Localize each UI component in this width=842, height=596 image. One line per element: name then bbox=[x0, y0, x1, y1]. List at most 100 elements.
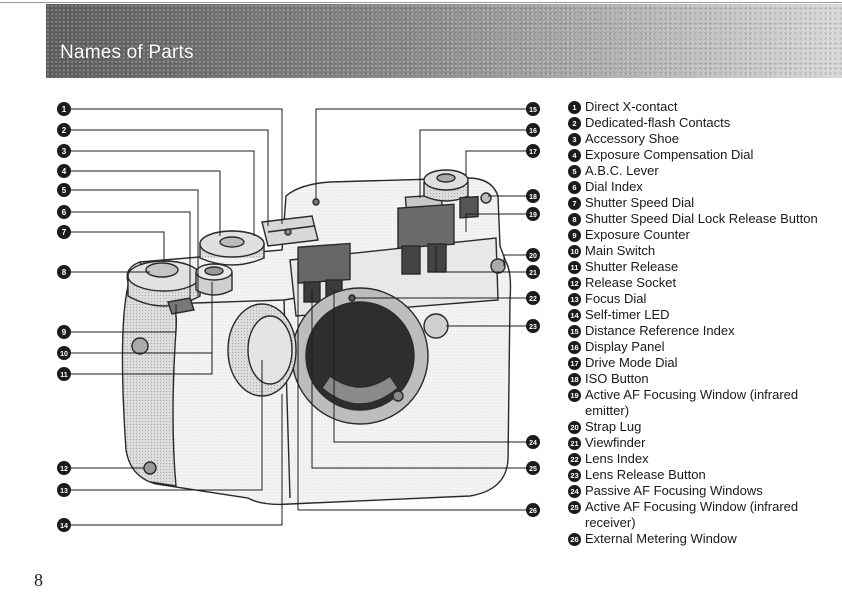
callout-marker-26: 26 bbox=[526, 503, 540, 517]
legend-label: Exposure Compensation Dial bbox=[585, 147, 754, 162]
strap-lug-left-shape bbox=[131, 337, 149, 355]
callout-marker-7: 7 bbox=[57, 225, 71, 239]
legend-item: 23 Lens Release Button bbox=[568, 467, 838, 483]
callout-marker-21: 21 bbox=[526, 265, 540, 279]
legend-label: Active AF Focusing Window (infrared rece… bbox=[585, 499, 799, 530]
callout-marker-11: 11 bbox=[57, 367, 71, 381]
legend-label: Distance Reference Index bbox=[585, 323, 735, 338]
legend-label: Shutter Speed Dial Lock Release Button bbox=[585, 211, 818, 226]
legend-number: 5 bbox=[568, 164, 581, 178]
svg-text:17: 17 bbox=[529, 149, 537, 156]
legend-label: Display Panel bbox=[585, 339, 665, 354]
legend-number: 15 bbox=[568, 324, 581, 338]
legend-number: 26 bbox=[568, 532, 581, 546]
legend-label: Lens Index bbox=[585, 451, 649, 466]
legend-number: 8 bbox=[568, 212, 581, 226]
legend-label: Main Switch bbox=[585, 243, 656, 258]
legend-label: Lens Release Button bbox=[585, 467, 706, 482]
legend-number: 17 bbox=[568, 356, 581, 370]
svg-text:6: 6 bbox=[62, 208, 67, 217]
legend-label: Self-timer LED bbox=[585, 307, 670, 322]
legend-item: 6 Dial Index bbox=[568, 179, 838, 195]
legend-label: Shutter Release bbox=[585, 259, 679, 274]
svg-text:16: 16 bbox=[529, 128, 537, 135]
callout-marker-17: 17 bbox=[526, 144, 540, 158]
svg-text:7: 7 bbox=[62, 228, 67, 237]
legend-item: 2 Dedicated-flash Contacts bbox=[568, 115, 838, 131]
legend-item: 15 Distance Reference Index bbox=[568, 323, 838, 339]
legend-number: 19 bbox=[568, 388, 581, 402]
grip bbox=[121, 284, 177, 487]
legend-number: 24 bbox=[568, 484, 581, 498]
legend-number: 22 bbox=[568, 452, 581, 466]
svg-text:22: 22 bbox=[529, 296, 537, 303]
callout-marker-25: 25 bbox=[526, 461, 540, 475]
callout-marker-20: 20 bbox=[526, 248, 540, 262]
svg-text:24: 24 bbox=[529, 440, 537, 447]
legend-number: 7 bbox=[568, 196, 581, 210]
svg-text:23: 23 bbox=[529, 324, 537, 331]
legend-number: 25 bbox=[568, 500, 581, 514]
legend-label: Dial Index bbox=[585, 179, 643, 194]
legend-item: 16 Display Panel bbox=[568, 339, 838, 355]
svg-text:9: 9 bbox=[62, 328, 67, 337]
callout-marker-13: 13 bbox=[57, 483, 71, 497]
legend-number: 3 bbox=[568, 132, 581, 146]
legend-number: 2 bbox=[568, 116, 581, 130]
legend-label: Passive AF Focusing Windows bbox=[585, 483, 763, 498]
legend-label: Direct X-contact bbox=[585, 99, 678, 114]
callout-lines bbox=[70, 108, 526, 526]
svg-text:8: 8 bbox=[62, 268, 67, 277]
svg-text:15: 15 bbox=[529, 107, 537, 114]
svg-text:14: 14 bbox=[60, 523, 68, 530]
legend-label: Strap Lug bbox=[585, 419, 642, 434]
callout-marker-8: 8 bbox=[57, 265, 71, 279]
header-banner: Names of Parts bbox=[46, 4, 842, 78]
legend-item: 19 Active AF Focusing Window (infrared em… bbox=[568, 387, 838, 419]
legend-number: 16 bbox=[568, 340, 581, 354]
callout-marker-24: 24 bbox=[526, 435, 540, 449]
legend-label: Active AF Focusing Window (infrared emit… bbox=[585, 387, 799, 418]
legend-number: 6 bbox=[568, 180, 581, 194]
callout-marker-6: 6 bbox=[57, 205, 71, 219]
legend-number: 23 bbox=[568, 468, 581, 482]
legend-item: 4 Exposure Compensation Dial bbox=[568, 147, 838, 163]
metering-window-shape bbox=[459, 195, 479, 219]
legend-label: Shutter Speed Dial bbox=[585, 195, 695, 210]
callout-marker-16: 16 bbox=[526, 123, 540, 137]
legend-number: 10 bbox=[568, 244, 581, 258]
callout-marker-9: 9 bbox=[57, 325, 71, 339]
svg-text:1: 1 bbox=[62, 105, 67, 114]
svg-text:10: 10 bbox=[60, 351, 68, 358]
callout-markers: 1 2 3 4 5 6 7 8 9 10 11 12 13 14 15 16 1… bbox=[57, 102, 540, 532]
callout-marker-22: 22 bbox=[526, 291, 540, 305]
camera-illustration bbox=[121, 169, 512, 506]
iso-button-shape bbox=[480, 192, 492, 204]
legend-label: Viewfinder bbox=[585, 435, 646, 450]
svg-text:26: 26 bbox=[529, 508, 537, 515]
legend-item: 24 Passive AF Focusing Windows bbox=[568, 483, 838, 499]
svg-text:19: 19 bbox=[529, 212, 537, 219]
legend-label: Dedicated-flash Contacts bbox=[585, 115, 731, 130]
page-number: 8 bbox=[34, 570, 43, 590]
svg-text:20: 20 bbox=[529, 253, 537, 260]
legend-number: 11 bbox=[568, 260, 581, 274]
callout-marker-23: 23 bbox=[526, 319, 540, 333]
page-title: Names of Parts bbox=[60, 42, 194, 63]
legend-number: 4 bbox=[568, 148, 581, 162]
legend-item: 22 Lens Index bbox=[568, 451, 838, 467]
legend-item: 14 Self-timer LED bbox=[568, 307, 838, 323]
svg-text:3: 3 bbox=[62, 147, 67, 156]
legend-item: 11 Shutter Release bbox=[568, 259, 838, 275]
legend-number: 14 bbox=[568, 308, 581, 322]
